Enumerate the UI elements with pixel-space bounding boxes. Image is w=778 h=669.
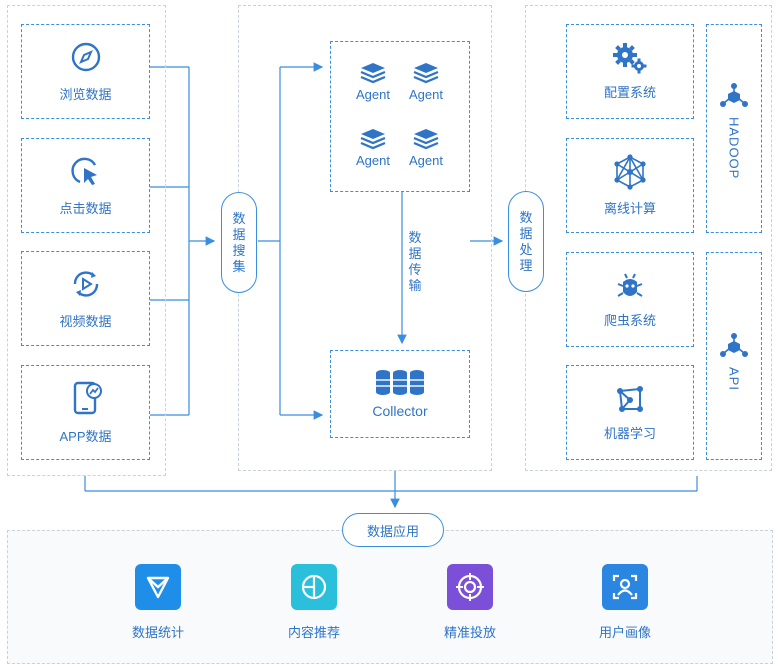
phone-chart-icon xyxy=(73,381,102,415)
agent-2: Agent xyxy=(400,62,452,102)
platform-hadoop: HADOOP xyxy=(706,24,762,233)
source-browse: 浏览数据 xyxy=(21,24,150,119)
platform-api: API xyxy=(706,252,762,460)
system-crawler: 爬虫系统 xyxy=(566,252,694,347)
app-portrait: 用户画像 xyxy=(575,564,675,641)
app-stats-label: 数据统计 xyxy=(131,625,184,640)
system-offline-label: 离线计算 xyxy=(603,201,656,216)
source-video: 视频数据 xyxy=(21,251,150,346)
agent-3: Agent xyxy=(347,128,399,168)
source-app: APP数据 xyxy=(21,365,150,460)
agent-4-label: Agent xyxy=(409,153,443,168)
system-ml: 机器学习 xyxy=(566,365,694,460)
platform-api-label: API xyxy=(726,367,742,391)
agent-3-label: Agent xyxy=(356,153,390,168)
collect-label: 数据搜集 xyxy=(232,210,246,274)
video-play-icon xyxy=(73,271,98,297)
stack-icon xyxy=(360,129,386,150)
stack-icon xyxy=(360,63,386,84)
app-portrait-label: 用户画像 xyxy=(598,625,651,640)
agents-box: Agent Agent Agent Agent xyxy=(330,41,470,192)
transfer-label: 数据传输 xyxy=(408,230,422,293)
collector-label: Collector xyxy=(372,403,428,419)
app-targeting-tile xyxy=(447,564,493,610)
agent-2-label: Agent xyxy=(409,87,443,102)
system-config: 配置系统 xyxy=(566,24,694,119)
app-stats: 数据统计 xyxy=(108,564,208,641)
collector-box: Collector xyxy=(330,350,470,438)
app-portrait-tile xyxy=(602,564,648,610)
source-click-label: 点击数据 xyxy=(59,201,112,216)
transfer-label-wrap: 数据传输 xyxy=(408,230,422,294)
system-crawler-label: 爬虫系统 xyxy=(603,313,656,328)
app-recommend-label: 内容推荐 xyxy=(287,625,340,640)
agent-1: Agent xyxy=(347,62,399,102)
database-icon xyxy=(376,370,424,395)
app-recommend: 内容推荐 xyxy=(264,564,364,641)
target-icon xyxy=(456,573,484,601)
system-ml-label: 机器学习 xyxy=(603,426,656,441)
cluster-icon xyxy=(720,83,748,107)
app-recommend-tile xyxy=(291,564,337,610)
portrait-icon xyxy=(612,574,638,600)
recommend-icon xyxy=(301,574,327,600)
network-icon xyxy=(614,154,646,190)
funnel-icon xyxy=(146,576,170,599)
process-label: 数据处理 xyxy=(519,209,533,273)
stack-icon xyxy=(413,63,439,84)
source-app-label: APP数据 xyxy=(59,429,112,444)
gears-icon xyxy=(613,43,647,74)
agent-4: Agent xyxy=(400,128,452,168)
app-stats-tile xyxy=(135,564,181,610)
stack-icon xyxy=(413,129,439,150)
system-offline: 离线计算 xyxy=(566,138,694,233)
source-video-label: 视频数据 xyxy=(59,314,112,329)
system-config-label: 配置系统 xyxy=(603,85,656,100)
agent-1-label: Agent xyxy=(356,87,390,102)
process-pill: 数据处理 xyxy=(508,191,544,292)
source-click: 点击数据 xyxy=(21,138,150,233)
sources-group xyxy=(7,5,166,476)
compass-icon xyxy=(71,42,100,72)
application-pill: 数据应用 xyxy=(342,513,444,547)
app-targeting: 精准投放 xyxy=(420,564,520,641)
source-browse-label: 浏览数据 xyxy=(59,87,112,102)
application-label: 数据应用 xyxy=(366,523,419,539)
app-targeting-label: 精准投放 xyxy=(443,625,496,640)
bug-icon xyxy=(617,273,643,297)
cluster-icon xyxy=(720,333,748,357)
collect-pill: 数据搜集 xyxy=(221,192,257,293)
ml-icon xyxy=(617,386,643,412)
platform-hadoop-label: HADOOP xyxy=(726,117,742,180)
cursor-click-icon xyxy=(70,157,97,185)
